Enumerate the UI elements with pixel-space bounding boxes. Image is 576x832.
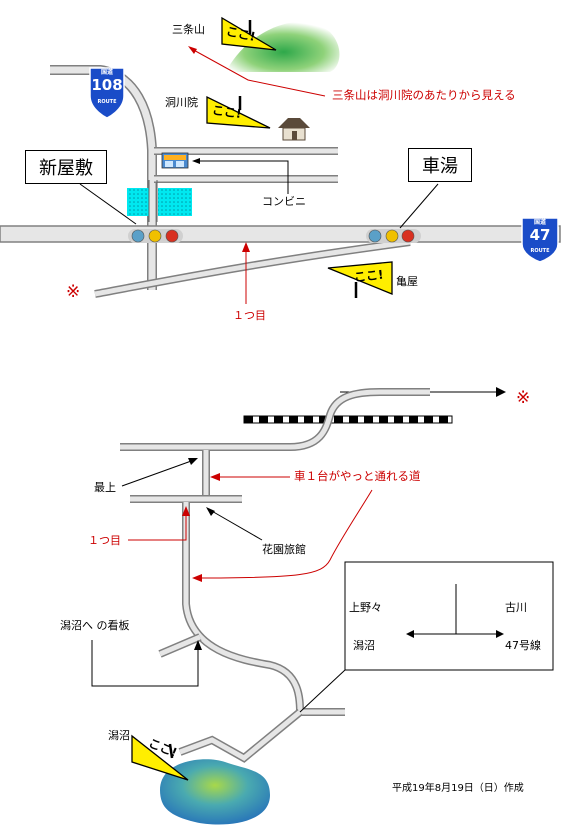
pointer-first-bottom [128,510,187,541]
label-kurumayu: 車湯 [422,156,458,177]
pointer-mountain-note [189,47,326,97]
pointer-shinyashiki [79,183,137,225]
inset-label-furukawa: 古川 [505,601,527,614]
sign-mountain [221,16,277,51]
pointer-kaen [209,509,263,541]
road-branch-left [158,633,202,658]
sign-temple-text: ここ! [211,103,243,121]
traffic-light-left [128,229,183,243]
river-left [127,188,149,216]
label-shinyashiki: 新屋敷 [39,158,93,179]
sign-kameya [327,261,393,298]
label-mountain: 三条山 [172,23,205,36]
route-47-number: 47 [529,226,551,244]
box-shinyashiki: 新屋敷 [25,150,107,184]
mountain-sanjo [228,21,340,72]
pointer-mogami [121,459,195,487]
route-47-word: ROUTE [530,248,550,254]
traffic-light-right [366,229,421,243]
label-katanuma: 潟沼 [108,729,130,742]
route-108-number: 108 [91,76,123,94]
mark-top: ※ [66,282,81,302]
sign-pond [131,734,189,781]
top-map [0,16,561,304]
route-108-word: ROUTE [97,99,117,105]
label-sign-to: 潟沼へ の看板 [60,619,130,632]
road-route-47 [0,225,561,243]
label-convenience: コンビニ [262,195,306,208]
temple-icon [278,118,310,141]
route-108-shield [89,67,125,119]
label-kaen: 花園旅館 [262,543,306,556]
sign-kameya-text: ここ! [353,267,385,285]
route-47-shield [521,217,559,263]
label-mountain-note: 三条山は洞川院のあたりから見える [332,88,516,102]
label-first-top: １つ目 [233,309,266,322]
label-first-bottom: １つ目 [88,534,121,547]
inset-label-route47: 47号線 [505,639,541,652]
pointer-narrow-road-lower [195,489,373,579]
label-date: 平成19年8月19日（日）作成 [392,783,524,794]
pointer-sign-to [91,640,199,687]
bottom-map [91,387,554,825]
route-47-top: 国道 [533,219,546,226]
road-upper-curve [120,388,430,451]
road-main-lower [182,502,345,716]
sign-temple [206,95,271,129]
road-to-pond [178,708,303,763]
label-mogami: 最上 [94,481,116,494]
inset-label-katanuma: 潟沼 [353,639,375,652]
pointer-kurumayu [399,183,439,229]
pointer-convenience [196,160,289,194]
inset-map [344,561,554,671]
road-diagonal [94,238,411,298]
pond-katanuma [160,759,270,825]
route-108-top: 国道 [100,69,113,76]
mark-bottom: ※ [516,388,531,408]
label-kameya: 亀屋 [396,275,418,288]
label-narrow-road: 車１台がやっと通れる道 [294,469,421,483]
label-temple: 洞川院 [165,96,198,109]
box-kurumayu: 車湯 [408,148,472,182]
railway [243,415,453,424]
convenience-store-icon [161,152,189,169]
river-right [158,188,192,216]
inset-label-uenono: 上野々 [349,601,382,614]
pointer-inset [299,669,346,713]
